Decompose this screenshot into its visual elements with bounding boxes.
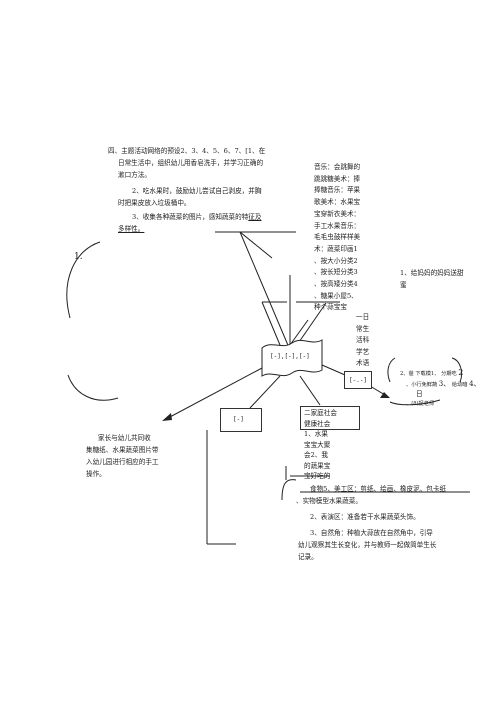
society-line: 的蔬果宝 [304, 461, 331, 470]
music-art-line: 歌美术：水果宝 [314, 198, 361, 207]
society-line: 会2、我 [304, 451, 328, 459]
right-bracket-line-1: 2、爸 下载模1、 分期吃 2 [400, 368, 463, 379]
plan-line-3: 漱口方法。 [118, 171, 151, 179]
rb-1a: 2、爸 [400, 371, 414, 377]
music-art-line: 手工水果音乐： [314, 221, 361, 230]
rb-2d: 4、 [469, 380, 481, 388]
bottom-line-5: 幼儿观察其生长变化，并与教师一起做简单生长 [298, 541, 437, 549]
science-box-line: 常生 [356, 324, 370, 333]
music-art-line: 捧糖音乐：苹果 [314, 186, 361, 195]
rb-2b: 3、 [438, 380, 451, 388]
rb-2a: 、小行免鲜蔬 [406, 382, 438, 388]
music-art-line: 音乐：会跳舞的 [314, 163, 361, 171]
small-box-left: [-] [220, 408, 262, 432]
right-bracket-line-2: 、小行免鲜蔬 3、 给幼暗 4、 [406, 380, 481, 390]
society-line: 宝宝大聚 [304, 440, 331, 449]
science-box-line: 活科 [356, 336, 370, 344]
society-line: 1、水果 [304, 430, 328, 438]
plan-line-5: 时把果皮放入垃圾桶中。 [118, 199, 191, 207]
science-box-line: 术语 [356, 359, 370, 367]
center-topic-label: [-],[-],[-] [270, 353, 310, 360]
plan-line-6-main: 3、收集各种蔬菜的图片，感知蔬菜的特 [132, 213, 249, 221]
bottom-line-6: 记录。 [298, 553, 318, 561]
plan-line-6: 3、收集各种蔬菜的图片，感知蔬菜的特征及 [132, 212, 261, 223]
right-bracket-line-3: 日 [416, 390, 423, 398]
family-note-line: 集糖纸、水果蔬菜图片带 [86, 446, 159, 454]
plan-line-4: 2、吃水果时，鼓励幼儿尝试自己剥皮，并胸 [132, 187, 262, 195]
left-marker: 1. [74, 252, 83, 262]
society-health-block: 二家庭社会 健康社会 1、水果 宝宝大聚 会2、我 的蔬果宝 宝好吃的 [304, 408, 337, 482]
right-note-line-1: 1、给妈妈的妈妈送甜 [400, 269, 464, 277]
music-art-line: 、按长短分类3 [314, 268, 358, 277]
music-art-line: 种个蒜宝宝 [314, 303, 347, 312]
rb-2c: 给幼暗 [451, 382, 468, 388]
family-note-line: 入幼儿园进行相应的手工 [86, 458, 159, 466]
bottom-line-1: 食物5、美工区：剪纸、绘画、橡皮泥、包卡纸 [310, 485, 447, 493]
society-line: 二家庭社会 [304, 409, 337, 417]
music-art-line: 毛毛虫鼓样样美 [314, 233, 361, 242]
mini-box-label: [-.-] [349, 377, 368, 384]
plan-line-1: 四、主题活动网络的预设2、3、4、5、6、7、[1、在 [108, 147, 266, 155]
right-bracket-line-4: 、(8)捉老师 [406, 401, 435, 407]
plan-line-2: 日常生活中，组织幼儿用香皂洗手，并学习正确的 [118, 159, 264, 167]
plan-line-6-underlined: 征及 [248, 213, 262, 221]
bottom-line-3: 2、表演区：准备若干水果蔬菜头饰。 [310, 513, 420, 521]
family-note-line: 家长与幼儿共同收 [98, 434, 151, 442]
family-note-line: 操作。 [86, 470, 106, 478]
family-collaboration-note: 家长与幼儿共同收 集糖纸、水果蔬菜图片带 入幼儿园进行相应的手工 操作。 [86, 432, 159, 480]
music-art-line: 术：蔬菜印画1 [314, 244, 358, 253]
music-art-line: 、按高矮分类4 [314, 280, 358, 289]
science-box-line: 一日 [356, 313, 370, 321]
society-line: 健康社会 [304, 419, 331, 428]
science-box-line: 学艺 [356, 347, 370, 356]
small-box-left-label: [-] [233, 416, 244, 423]
bottom-line-4: 3、自然角：种植大蒜放在自然角中，引导 [310, 529, 433, 537]
music-art-line: 跳跳糖美术：捧 [314, 174, 361, 183]
mini-box: [-.-] [344, 371, 372, 389]
plan-line-7: 多样性。 [118, 225, 145, 233]
society-line: 宝好吃的 [304, 472, 331, 480]
music-art-line: 、糖果小屋5、 [314, 291, 358, 300]
rb-1d: 2 [458, 368, 464, 377]
right-note-line-2: 蜜 [400, 281, 407, 289]
music-art-block: 音乐：会跳舞的 跳跳糖美术：捧 捧糖音乐：苹果 歌美术：水果宝 宝穿新衣美术： … [314, 162, 360, 314]
rb-1b: 下载模1、 [415, 371, 440, 377]
music-art-line: 宝穿新衣美术： [314, 209, 361, 218]
music-art-line: 、按大小分类2 [314, 256, 358, 265]
society-box [300, 406, 360, 430]
rb-1c: 分期吃 [441, 371, 457, 377]
bottom-line-2: 、实物模型水果蔬菜。 [296, 497, 362, 505]
